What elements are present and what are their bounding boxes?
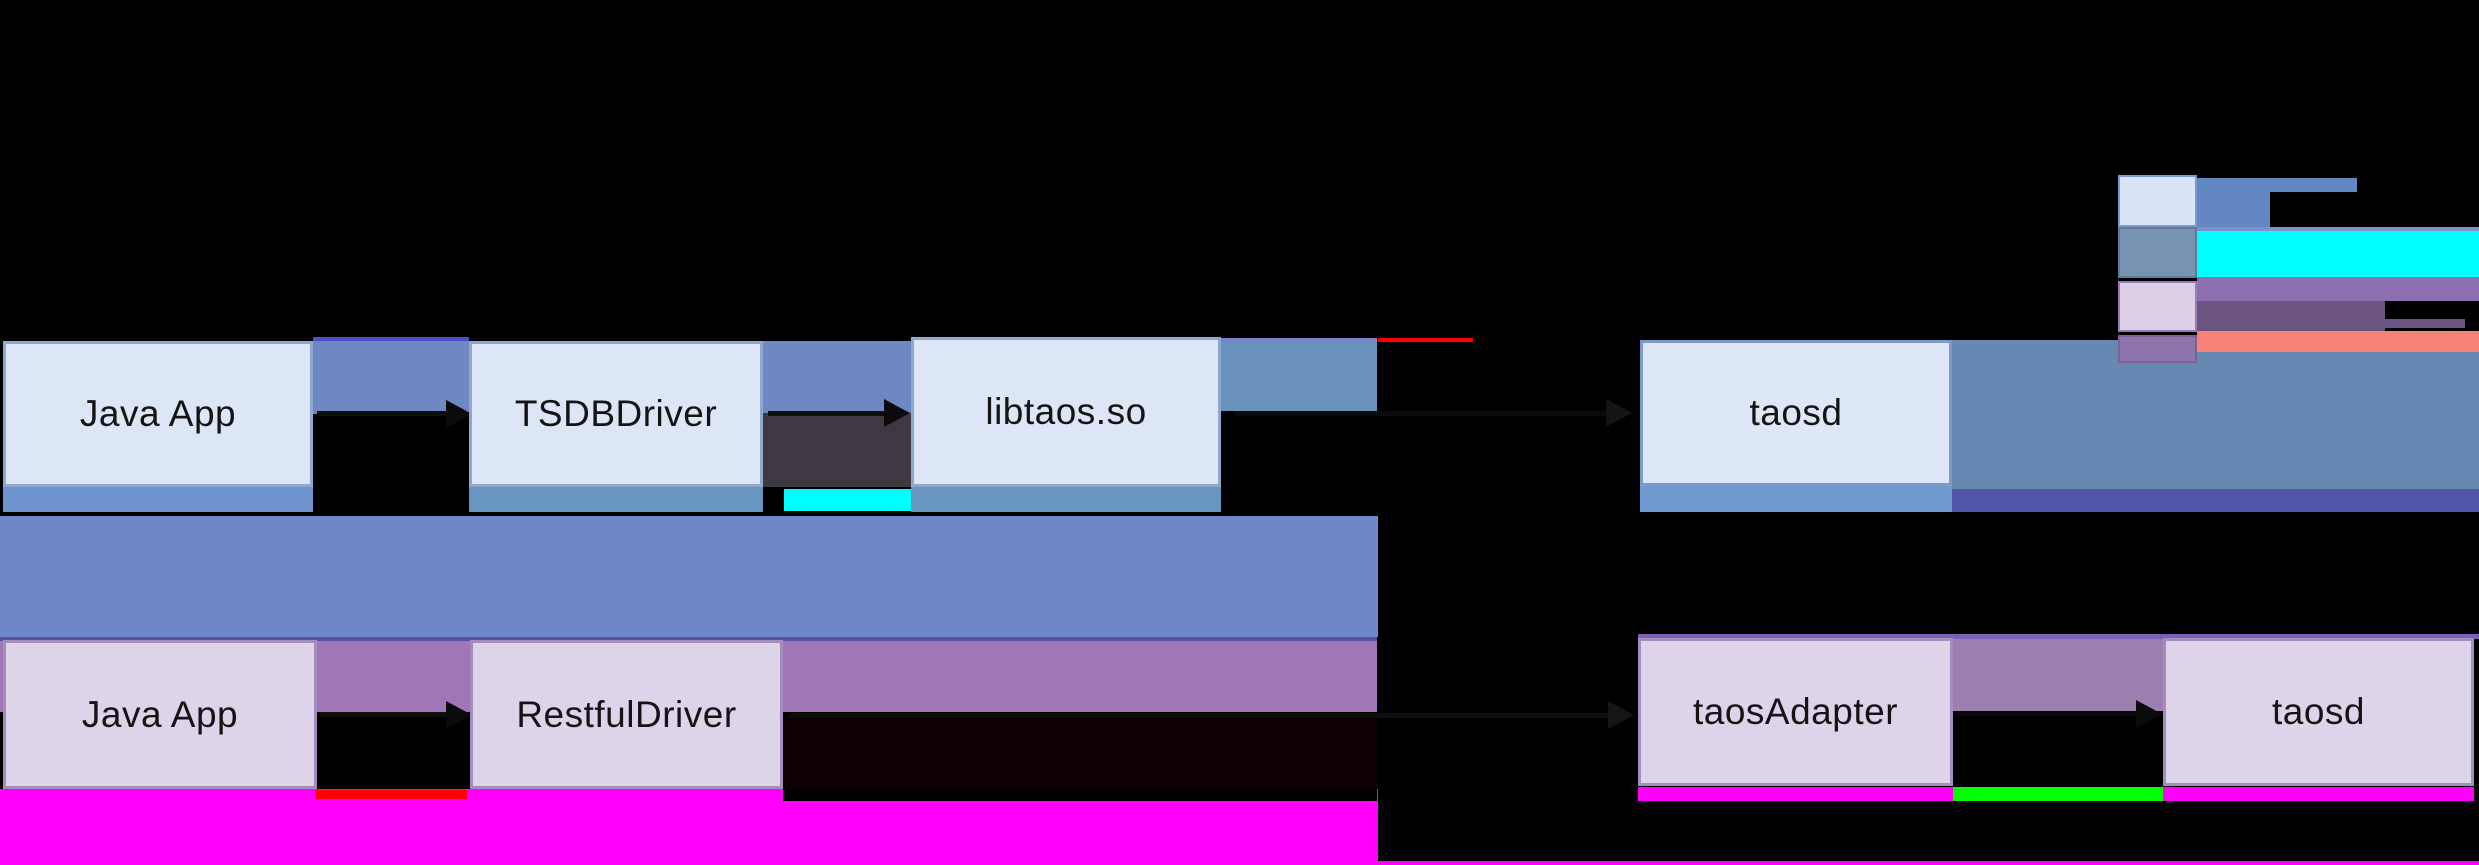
magenta-strip-under-taosadapter	[1638, 787, 1953, 801]
legend-swatch-3	[2118, 281, 2197, 332]
cyan-strip	[784, 489, 911, 511]
strip-under-libtaos	[911, 487, 1221, 512]
arrow-taosadapter-to-taosd	[1958, 711, 2142, 716]
arrowhead-restapp-to-restfuldriver	[446, 701, 472, 729]
legend-band-4	[2197, 331, 2479, 352]
jni-gap1-top-line	[313, 337, 469, 341]
libtaos-box: libtaos.so	[911, 337, 1221, 487]
red-line-top	[1378, 338, 1473, 342]
arrow-restfuldriver-to-taosadapter	[790, 713, 1608, 718]
rest-dark-region	[783, 714, 1377, 789]
green-strip	[1953, 787, 2163, 801]
middle-blue-band	[0, 516, 1378, 637]
legend-swatch-4	[2118, 335, 2197, 363]
legend-band-1-ext	[2270, 178, 2357, 192]
arrow-jniapp-to-tsdbdriver	[317, 411, 453, 416]
legend-swatch-1	[2118, 175, 2197, 227]
right-blue-gray-band	[1952, 340, 2479, 489]
arrowhead-libtaos-to-taosd	[1606, 399, 1632, 427]
legend-swatch-2	[2118, 227, 2197, 278]
restfuldriver-label: RestfulDriver	[516, 693, 737, 735]
arrow-restapp-to-restfuldriver	[320, 712, 450, 717]
black-strip-over-magenta	[783, 789, 1377, 801]
strip-under-jni-app	[3, 487, 313, 512]
jni-java-app-box: Java App	[3, 341, 313, 487]
right-purple-gap-band	[1953, 639, 2163, 711]
right-blue-violet-strip	[1952, 489, 2479, 512]
rest-taosd-label: taosd	[2271, 691, 2365, 732]
taosadapter-box: taosAdapter	[1638, 638, 1953, 786]
legend-band-3	[2197, 277, 2479, 301]
libtaos-right-band-topline	[1221, 338, 1377, 342]
rest-taosd-box: taosd	[2163, 638, 2474, 786]
tsdbdriver-label: TSDBDriver	[514, 393, 718, 434]
magenta-bottom-line	[1378, 861, 2479, 865]
arrowhead-restfuldriver-to-taosadapter	[1608, 701, 1634, 729]
legend-band-1	[2197, 178, 2270, 227]
arrow-tsdbdriver-to-libtaos	[768, 411, 886, 416]
restfuldriver-box: RestfulDriver	[470, 640, 783, 789]
arrowhead-taosadapter-to-taosd	[2136, 700, 2162, 728]
legend-band-2	[2197, 231, 2479, 277]
red-strip	[315, 790, 467, 799]
right-purple-top-line	[1638, 634, 2479, 639]
libtaos-right-band	[1221, 342, 1377, 411]
legend-band-1-underline	[2197, 227, 2479, 231]
magenta-strip-under-right-taosd	[2163, 787, 2474, 801]
tsdbdriver-box: TSDBDriver	[469, 341, 763, 487]
rest-java-app-box: Java App	[3, 640, 317, 789]
legend	[2080, 165, 2479, 365]
arrow-libtaos-to-taosd	[1235, 411, 1607, 416]
legend-band-3-dark	[2197, 301, 2385, 332]
rest-java-app-label: Java App	[81, 693, 239, 735]
middle-indigo-line	[0, 637, 1377, 641]
magenta-band	[0, 789, 1378, 865]
arrowhead-tsdbdriver-to-libtaos	[884, 399, 910, 427]
strip-under-taosd	[1640, 486, 1952, 512]
legend-band-3-dark-ext	[2385, 319, 2465, 328]
jni-java-app-label: Java App	[79, 393, 237, 434]
arrowhead-jniapp-to-tsdbdriver	[446, 400, 472, 428]
taosadapter-label: taosAdapter	[1692, 691, 1899, 732]
libtaos-label: libtaos.so	[985, 391, 1147, 432]
strip-under-tsdbdriver	[469, 487, 763, 512]
jni-taosd-label: taosd	[1749, 392, 1843, 433]
jni-taosd-box: taosd	[1640, 340, 1952, 486]
